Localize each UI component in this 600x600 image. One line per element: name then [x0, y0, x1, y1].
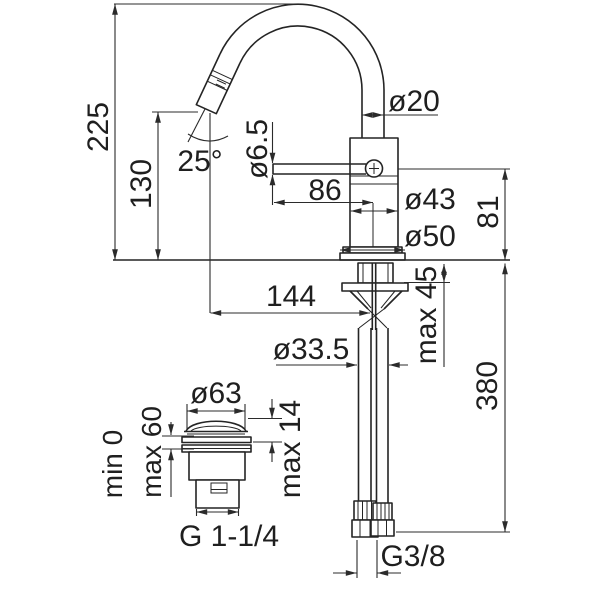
- ref-line-angled: [187, 108, 206, 143]
- dim-body-diameter-label: ø43: [404, 183, 456, 216]
- dim-hose-length-label: 380: [471, 361, 504, 411]
- waste-washer: [181, 436, 252, 444]
- dim-overall-height-label: 225: [82, 102, 115, 152]
- dim-waste-cap-label: ø63: [190, 377, 242, 410]
- pivot-cross: [369, 163, 379, 174]
- right-nut-facets: [377, 520, 387, 536]
- dimension-lines: 225 130 25° ø6.5 ø20 86 ø43 ø50 81: [82, 3, 510, 578]
- spout-outer-curve: [219, 3, 385, 138]
- left-crimp-ribs: [357, 501, 372, 520]
- lever-handle: [272, 163, 366, 175]
- dim-hole-diameter-label: ø33.5: [273, 333, 350, 366]
- dim-reach-label: 144: [266, 280, 316, 313]
- waste-slot: [210, 482, 228, 494]
- dim-waste-min-label: min 0: [97, 430, 128, 498]
- supply-hoses: [351, 328, 395, 538]
- left-nut-facets: [359, 520, 371, 537]
- dim-spout-tip-height-label: 130: [125, 159, 158, 209]
- ext-lines-hose-nut: [356, 540, 378, 578]
- waste-cap-dome: [185, 420, 247, 432]
- body-cylinder: [349, 137, 399, 248]
- dim-hose-thread-label: G3/8: [380, 540, 445, 573]
- right-crimp-ribs: [376, 503, 390, 520]
- dim-max-thickness-label: max 45: [410, 266, 443, 364]
- dim-waste-thread-label: G 1-1/4: [179, 520, 279, 553]
- right-hose-nut: [370, 519, 395, 537]
- aerator-detail-ticks: [215, 79, 227, 89]
- spout-outlet: [195, 53, 241, 115]
- popup-rod: [371, 263, 377, 330]
- hose-funnel-outer: [349, 290, 403, 310]
- drain-valve: [181, 420, 252, 509]
- right-hose: [375, 328, 389, 503]
- dim-base-diameter-label: ø50: [404, 220, 456, 253]
- ext-lines-cap-travel: [248, 417, 282, 443]
- aerator-ring-lines: [207, 69, 233, 91]
- faucet-spout: [195, 3, 385, 138]
- lever-rod: [272, 163, 366, 175]
- dim-outlet-diameter-label: ø6.5: [241, 119, 274, 179]
- ext-lines-waste-height: [162, 435, 194, 450]
- dim-deck-to-spout-label: 81: [472, 195, 505, 228]
- dim-spout-angle-label: 25°: [177, 145, 222, 178]
- hose-funnel-inner: [356, 290, 396, 309]
- mounting-hardware: [341, 262, 409, 330]
- waste-body-threaded: [195, 479, 240, 509]
- dim-cap-travel-label: max 14: [274, 400, 307, 498]
- waste-body-upper: [188, 451, 246, 481]
- dim-tube-diameter-label: ø20: [388, 85, 440, 118]
- base-ring-lower: [339, 252, 406, 261]
- angle-arc: [187, 133, 229, 142]
- left-hose: [357, 328, 372, 501]
- dim-waste-max-label: max 60: [136, 406, 167, 498]
- waste-cap-inner: [190, 425, 242, 432]
- spout-inner-curve: [239, 25, 363, 138]
- faucet-body: [349, 137, 399, 250]
- shank-thread-lines: [362, 263, 389, 283]
- dim-lever-length-label: 86: [308, 174, 341, 207]
